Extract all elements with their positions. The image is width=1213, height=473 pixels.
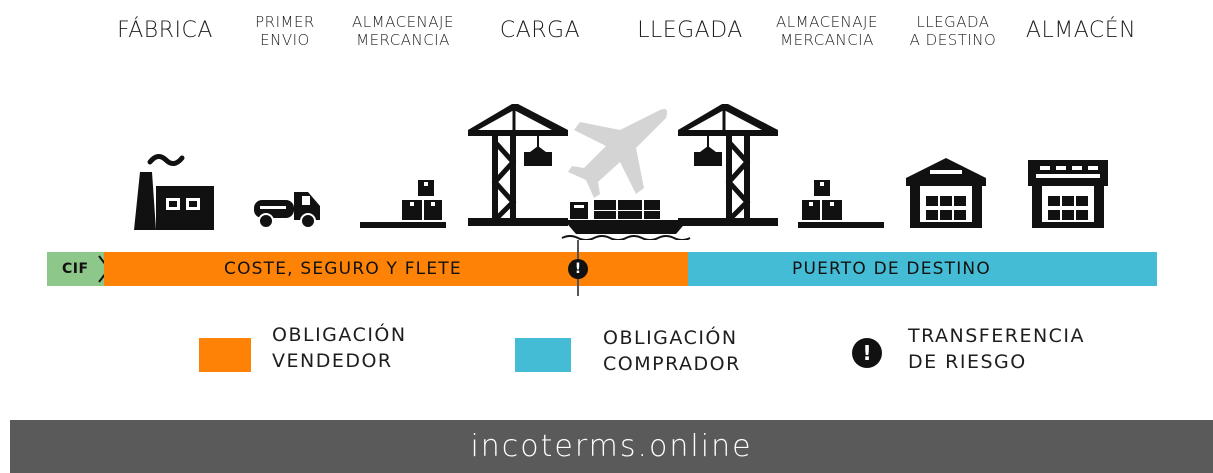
- legend-seller-swatch: [199, 338, 251, 372]
- legend-risk-icon: !: [852, 338, 882, 368]
- stage-label-fabrica: FÁBRICA: [117, 18, 213, 43]
- truck-icon: [250, 186, 324, 230]
- ship-plane-icon: [560, 104, 696, 240]
- crane-icon: [462, 102, 574, 230]
- crane-icon: [672, 102, 784, 230]
- buyer-obligation-band: [688, 252, 1157, 286]
- legend-risk-label: TRANSFERENCIA DE RIESGO: [908, 325, 1086, 373]
- footer-brand: incoterms.online: [470, 429, 753, 464]
- warehouse-icon: [904, 156, 988, 228]
- stage-label-almacenaje-origen: ALMACENAJE MERCANCIA: [352, 13, 454, 49]
- stage-label-almacen: ALMACÉN: [1025, 18, 1137, 43]
- warehouse-dock-icon: [360, 176, 446, 232]
- legend-buyer-label: OBLIGACIÓN COMPRADOR: [603, 327, 741, 375]
- factory-icon: [130, 152, 218, 232]
- stage-label-carga: CARGA: [499, 18, 581, 43]
- warehouse-icon: [1026, 158, 1110, 228]
- seller-segment-label: COSTE, SEGURO Y FLETE: [224, 259, 462, 279]
- warehouse-dock-icon: [798, 176, 884, 232]
- stage-label-primer-envio: PRIMER ENVIO: [255, 13, 315, 49]
- seller-obligation-band: [104, 252, 688, 286]
- incoterm-tag-label: CIF: [62, 261, 89, 277]
- buyer-segment-label: PUERTO DE DESTINO: [792, 259, 991, 279]
- stage-label-llegada: LLEGADA: [637, 18, 743, 43]
- legend-seller-label: OBLIGACIÓN VENDEDOR: [272, 324, 407, 372]
- incoterm-tag: [47, 252, 105, 286]
- legend-buyer-swatch: [515, 338, 571, 372]
- risk-transfer-icon: !: [568, 259, 588, 279]
- footer-bar: incoterms.online: [10, 420, 1213, 473]
- stage-label-almacenaje-destino: ALMACENAJE MERCANCIA: [776, 13, 878, 49]
- stage-label-llegada-destino: LLEGADA A DESTINO: [909, 13, 997, 49]
